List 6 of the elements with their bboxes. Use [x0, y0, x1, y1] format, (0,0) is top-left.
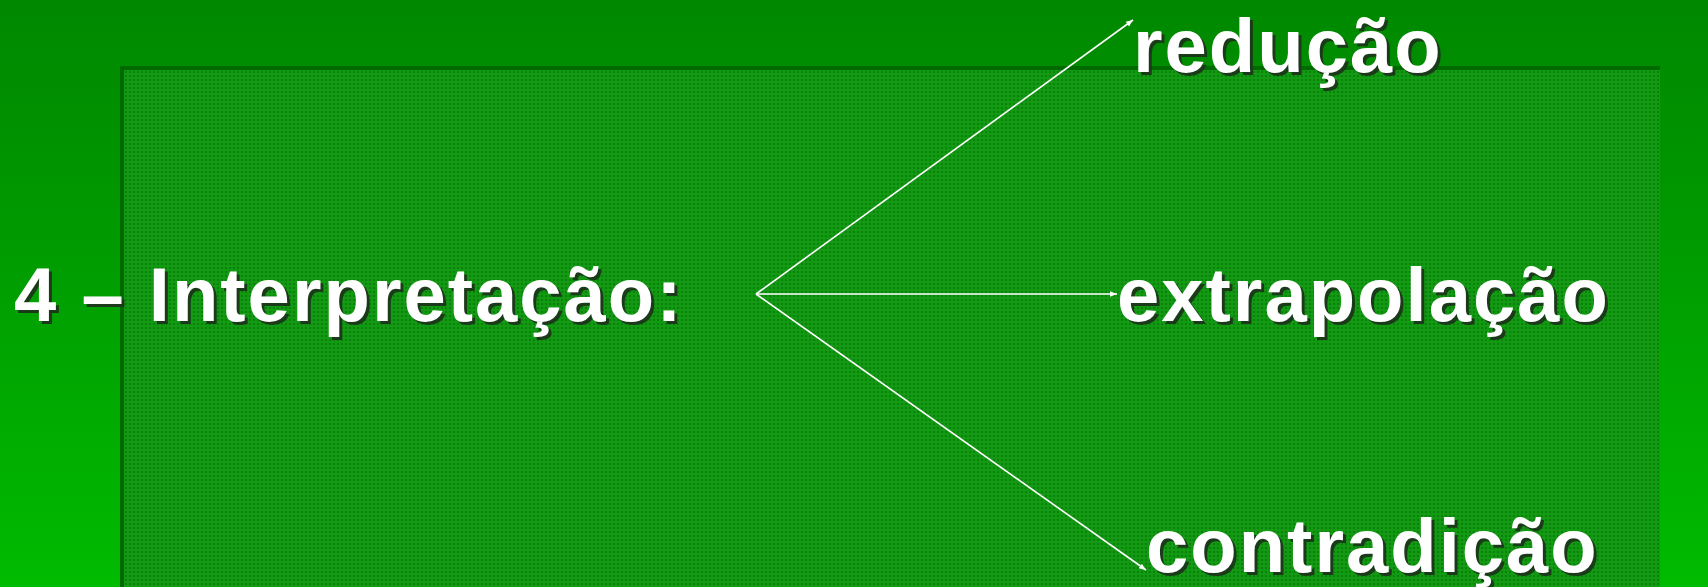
arrow: [755, 293, 1147, 571]
node-text: redução: [1133, 1, 1443, 89]
node-text: 4 – Interpretação:: [14, 250, 684, 338]
arrow: [755, 291, 1118, 297]
node-text: extrapolação: [1117, 250, 1610, 338]
arrow: [755, 19, 1134, 295]
